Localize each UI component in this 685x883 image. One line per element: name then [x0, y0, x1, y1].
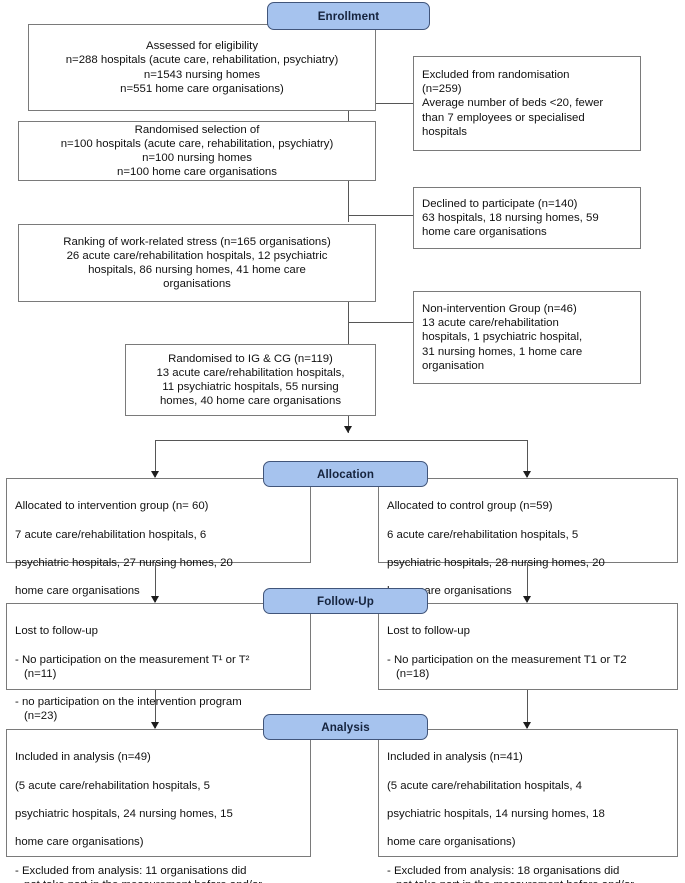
lost-to-follow-up-intervention-box: Lost to follow-up - No participation on …	[6, 603, 311, 722]
allocated-intervention-group-box: Allocated to intervention group (n= 60) …	[6, 478, 311, 597]
alloc-ctl-line-4: home care organisations	[387, 585, 512, 598]
declined-to-participate-box: Declined to participate (n=140) 63 hospi…	[413, 187, 641, 249]
stage-label-followup-text: Follow-Up	[317, 594, 374, 608]
declined-line-3: home care organisations	[422, 226, 547, 239]
stage-label-allocation-text: Allocation	[316, 467, 375, 481]
alloc-int-line-2: 7 acute care/rehabilitation hospitals, 6	[15, 528, 207, 541]
connector-ranking-to-noninterv	[348, 322, 420, 323]
igcg-line-1: Randomised to IG & CG (n=119)	[168, 352, 333, 365]
noninterv-line-1: Non-intervention Group (n=46)	[422, 302, 577, 315]
connector-igcg-down	[348, 416, 349, 433]
arrow-analysis-right	[523, 722, 531, 729]
noninterv-line-4: 31 nursing homes, 1 home care	[422, 345, 583, 358]
analysis-int-line-1: Included in analysis (n=49)	[15, 751, 151, 764]
analysis-int-line-2: (5 acute care/rehabilitation hospitals, …	[15, 779, 211, 792]
included-in-analysis-control-box: Included in analysis (n=41) (5 acute car…	[378, 729, 678, 883]
ranking-line-2: 26 acute care/rehabilitation hospitals, …	[66, 249, 328, 262]
connector-randsel-to-declined	[348, 215, 420, 216]
assessed-line-3: n=1543 nursing homes	[143, 68, 261, 81]
excluded-line-5: hospitals	[422, 125, 467, 138]
noninterv-line-2: 13 acute care/rehabilitation	[422, 317, 559, 330]
connector-allocation-right-drop	[527, 440, 528, 477]
stage-label-allocation: Allocation	[263, 461, 428, 487]
lost-int-bullet-1: - No participation on the measurement T¹…	[15, 653, 250, 680]
analysis-ctl-line-3: psychiatric hospitals, 14 nursing homes,…	[387, 808, 605, 821]
allocated-control-group-box: Allocated to control group (n=59) 6 acut…	[378, 478, 678, 597]
excluded-line-4: than 7 employees or specialised	[422, 111, 585, 124]
lost-to-follow-up-control-box: Lost to follow-up - No participation on …	[378, 603, 678, 690]
excluded-line-2: (n=259)	[422, 83, 462, 96]
assessed-line-1: Assessed for eligibility	[145, 40, 259, 53]
excluded-line-1: Excluded from randomisation	[422, 68, 570, 81]
declined-line-1: Declined to participate (n=140)	[422, 197, 578, 210]
stage-label-enrollment-text: Enrollment	[317, 9, 380, 23]
analysis-ctl-line-2: (5 acute care/rehabilitation hospitals, …	[387, 779, 583, 792]
analysis-ctl-line-4: home care organisations)	[387, 836, 516, 849]
randsel-line-3: n=100 nursing homes	[142, 152, 252, 164]
ranking-line-1: Ranking of work-related stress (n=165 or…	[63, 235, 331, 248]
lost-ctl-bullet-1: - No participation on the measurement T1…	[387, 653, 627, 680]
connector-ranking-down	[348, 302, 349, 346]
igcg-line-3: 11 psychiatric hospitals, 55 nursing	[162, 381, 339, 393]
declined-line-2: 63 hospitals, 18 nursing homes, 59	[422, 211, 599, 224]
analysis-int-line-4: home care organisations)	[15, 836, 144, 849]
analysis-int-bullet-1: - Excluded from analysis: 11 organisatio…	[15, 864, 262, 883]
connector-followup-left	[155, 563, 156, 602]
arrow-allocation-left	[151, 471, 159, 478]
assessed-line-2: n=288 hospitals (acute care, rehabilitat…	[65, 54, 339, 67]
connector-allocation-left-drop	[155, 440, 156, 477]
randsel-line-1: Randomised selection of	[134, 123, 260, 136]
arrow-analysis-left	[151, 722, 159, 729]
alloc-ctl-line-2: 6 acute care/rehabilitation hospitals, 5	[387, 528, 579, 541]
randomised-to-ig-cg-box: Randomised to IG & CG (n=119) 13 acute c…	[125, 344, 376, 416]
alloc-int-line-4: home care organisations	[15, 585, 140, 598]
assessed-for-eligibility-box: Assessed for eligibility n=288 hospitals…	[28, 24, 376, 111]
alloc-ctl-line-1: Allocated to control group (n=59)	[387, 500, 553, 513]
arrow-allocation-right	[523, 471, 531, 478]
stage-label-enrollment: Enrollment	[267, 2, 430, 30]
lost-int-bullet-2: - no participation on the intervention p…	[15, 696, 242, 723]
alloc-ctl-line-3: psychiatric hospitals, 28 nursing homes,…	[387, 557, 605, 570]
lost-ctl-heading: Lost to follow-up	[387, 625, 470, 638]
noninterv-line-3: hospitals, 1 psychiatric hospital,	[422, 331, 583, 344]
randsel-line-4: n=100 home care organisations	[117, 166, 277, 179]
stage-label-analysis: Analysis	[263, 714, 428, 740]
alloc-int-line-1: Allocated to intervention group (n= 60)	[15, 500, 209, 513]
igcg-line-2: 13 acute care/rehabilitation hospitals,	[156, 366, 345, 379]
excluded-line-3: Average number of beds <20, fewer	[422, 97, 604, 110]
ranking-line-3: hospitals, 86 nursing homes, 41 home car…	[88, 264, 306, 276]
randomised-selection-box: Randomised selection of n=100 hospitals …	[18, 121, 376, 181]
assessed-line-4: n=551 home care organisations)	[120, 82, 284, 95]
stage-label-followup: Follow-Up	[263, 588, 428, 614]
stage-label-analysis-text: Analysis	[321, 720, 370, 734]
connector-analysis-left	[155, 690, 156, 728]
lost-int-heading: Lost to follow-up	[15, 625, 98, 638]
igcg-line-4: homes, 40 home care organisations	[159, 395, 342, 408]
arrow-igcg-down	[344, 426, 352, 433]
alloc-int-line-3: psychiatric hospitals, 27 nursing homes,…	[15, 557, 233, 570]
analysis-int-line-3: psychiatric hospitals, 24 nursing homes,…	[15, 808, 233, 821]
included-in-analysis-intervention-box: Included in analysis (n=49) (5 acute car…	[6, 729, 311, 883]
excluded-from-randomisation-box: Excluded from randomisation (n=259) Aver…	[413, 56, 641, 151]
randsel-line-2: n=100 hospitals (acute care, rehabilitat…	[60, 137, 334, 150]
connector-assessed-to-excluded	[348, 103, 420, 104]
connector-allocation-split-bar	[155, 440, 528, 441]
connector-randsel-down	[348, 180, 349, 222]
arrow-followup-right	[523, 596, 531, 603]
ranking-work-related-stress-box: Ranking of work-related stress (n=165 or…	[18, 224, 376, 302]
non-intervention-group-box: Non-intervention Group (n=46) 13 acute c…	[413, 291, 641, 384]
connector-followup-right	[527, 563, 528, 602]
ranking-line-4: organisations	[163, 278, 231, 291]
analysis-ctl-line-1: Included in analysis (n=41)	[387, 751, 523, 764]
connector-analysis-right	[527, 690, 528, 728]
noninterv-line-5: organisation	[422, 359, 485, 372]
arrow-followup-left	[151, 596, 159, 603]
analysis-ctl-bullet-1: - Excluded from analysis: 18 organisatio…	[387, 864, 634, 883]
